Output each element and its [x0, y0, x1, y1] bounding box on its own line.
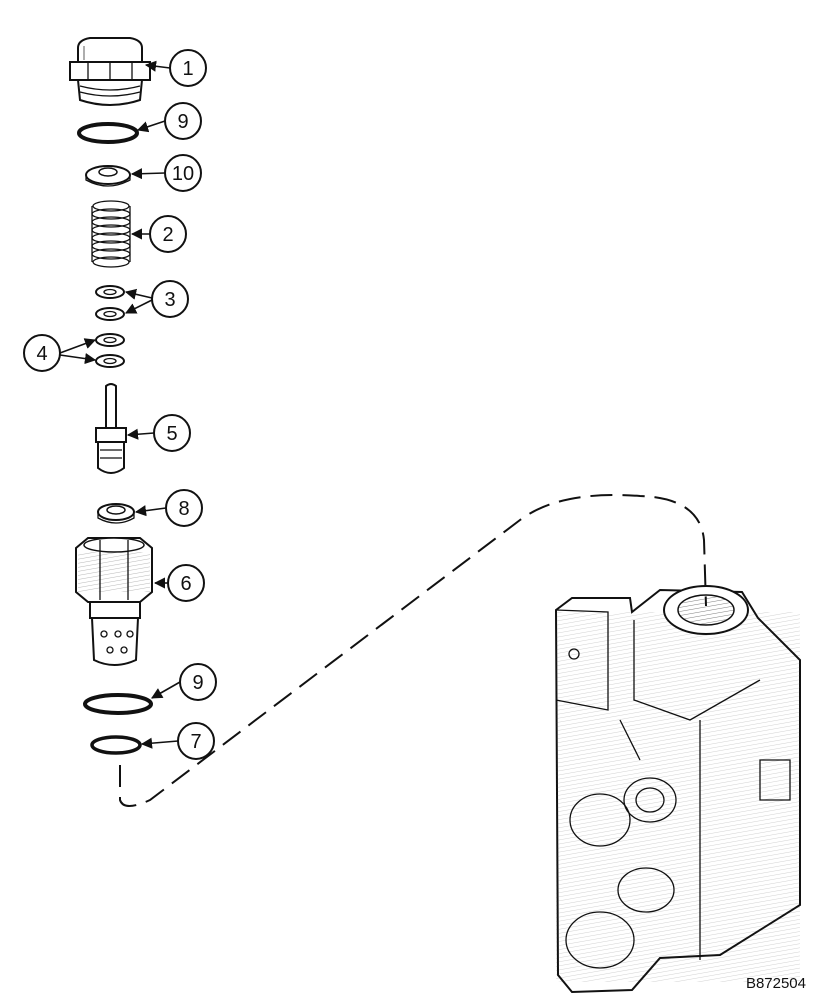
figure-code: B872504 [745, 975, 806, 992]
callout-3: 3 [151, 280, 189, 318]
valve-housing [554, 585, 801, 994]
installation-path-dashed-line [119, 494, 707, 807]
callout-7-label: 7 [190, 731, 201, 753]
callout-10-label: 10 [172, 163, 194, 185]
leader-lines [59, 60, 181, 749]
callout-6-label: 6 [180, 573, 191, 595]
part-6-cartridge-body [75, 537, 153, 666]
part-2-spring [91, 200, 131, 268]
part-9-o-ring-lower [83, 693, 153, 715]
part-8-seal-ring [97, 503, 135, 524]
callout-8: 8 [165, 489, 203, 527]
callout-9-lower: 9 [179, 663, 217, 701]
callout-7: 7 [177, 722, 215, 760]
callout-5-label: 5 [166, 423, 177, 445]
part-7-o-ring [90, 735, 142, 755]
callout-1: 1 [169, 49, 207, 87]
part-4-shims [95, 333, 125, 368]
part-10-washer [85, 165, 131, 187]
callout-4-label: 4 [36, 343, 47, 365]
callout-9-upper: 9 [164, 102, 202, 140]
callout-2-label: 2 [162, 224, 173, 246]
part-9-o-ring-upper [77, 122, 139, 144]
callout-5: 5 [153, 414, 191, 452]
part-3-shims [95, 285, 125, 321]
callout-6: 6 [167, 564, 205, 602]
callout-9-upper-label: 9 [177, 111, 188, 133]
callout-10: 10 [164, 154, 202, 192]
callout-9-lower-label: 9 [192, 672, 203, 694]
callout-3-label: 3 [164, 289, 175, 311]
part-1-cap-plug [69, 37, 151, 106]
callout-8-label: 8 [178, 498, 189, 520]
part-5-poppet [95, 383, 127, 474]
callout-4: 4 [23, 334, 61, 372]
callout-1-label: 1 [182, 58, 193, 80]
callout-2: 2 [149, 215, 187, 253]
